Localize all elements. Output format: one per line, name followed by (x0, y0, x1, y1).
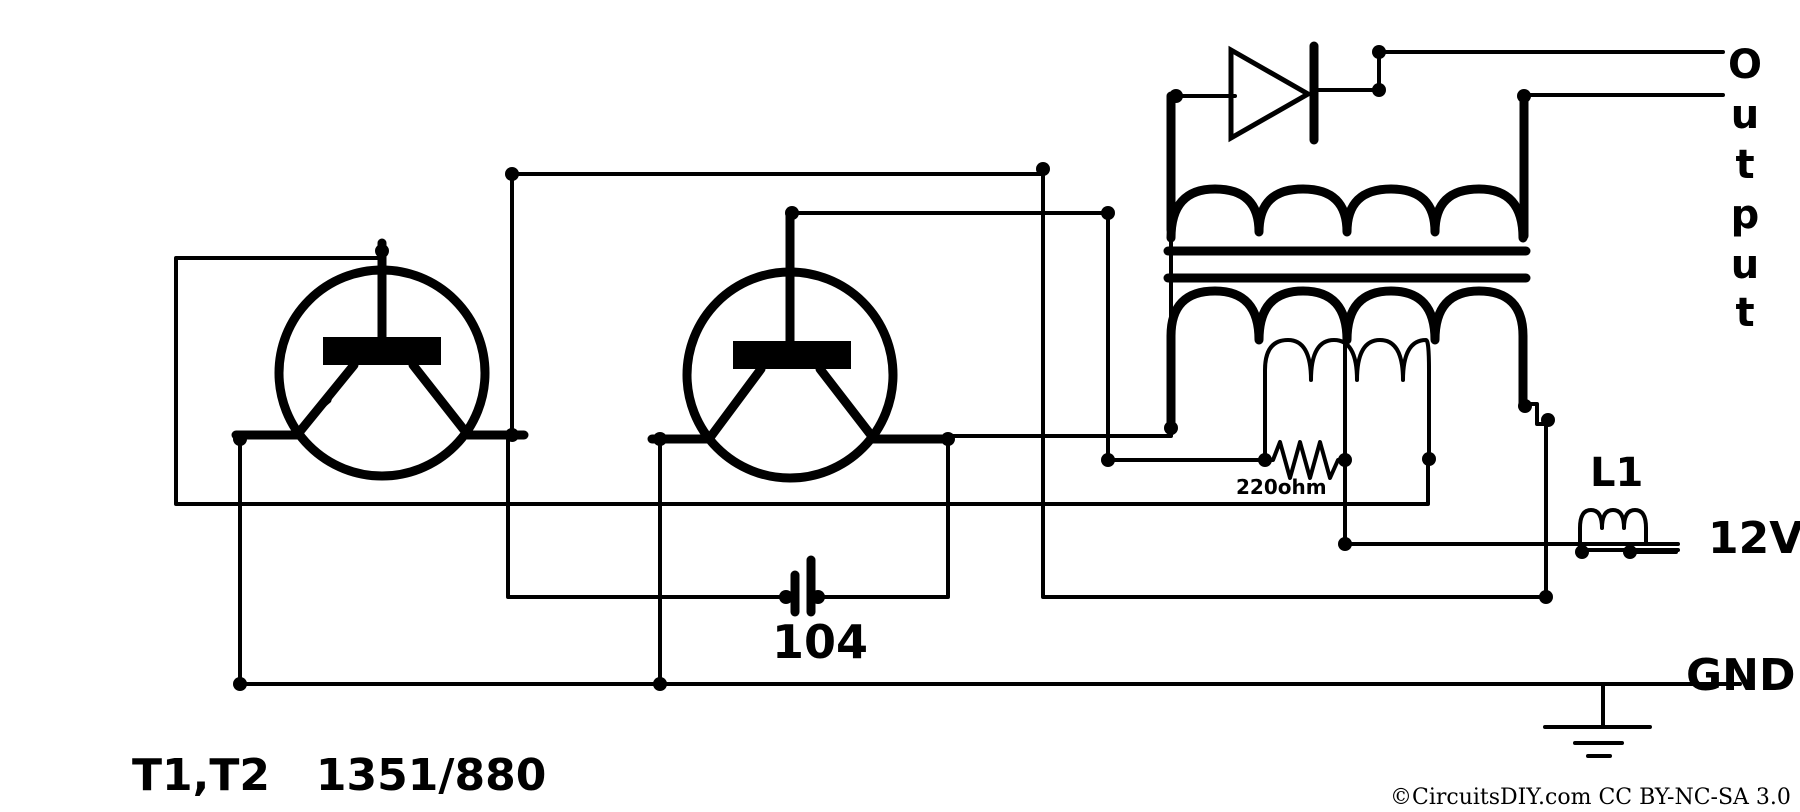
junction-dot (1101, 453, 1115, 467)
transistor-t1 (231, 238, 529, 481)
junction-dot (1422, 452, 1436, 466)
junction-dot (653, 677, 667, 691)
wire-output-top (1377, 50, 1725, 92)
wire-top-to-transformer (510, 172, 1548, 599)
wire-t2-collector-primary (946, 94, 1173, 438)
transistor-t1-base-bar (323, 337, 441, 365)
output-label: O u t p u t (1728, 42, 1762, 336)
output-letter: O (1728, 42, 1762, 88)
junction-dot (1258, 453, 1272, 467)
diode-triangle (1228, 45, 1314, 143)
junction-dot (1372, 83, 1386, 97)
wire-t2-base-feedback (790, 211, 1267, 462)
output-letter: t (1735, 142, 1754, 188)
transformer-feedback-winding (1263, 338, 1431, 462)
junction-dot (1338, 453, 1352, 467)
supply-12v-label: 12V (1708, 513, 1800, 564)
transistor-spec-label: T1,T2 1351/880 (132, 750, 546, 801)
transformer-secondary-winding (1166, 184, 1528, 243)
junction-dot (779, 590, 793, 604)
junction-dot (1036, 162, 1050, 176)
capacitor-104 (790, 555, 816, 617)
transformer-primary-end (1521, 402, 1548, 599)
transistor-t1-collector-lead (408, 360, 473, 440)
junction-dot (785, 206, 799, 220)
transistor-t2-emitter-arrow (719, 392, 744, 422)
junction-dot (1539, 590, 1553, 604)
junction-dot (1518, 399, 1532, 413)
junction-dot (233, 677, 247, 691)
transistor-t2-base-bar (733, 341, 851, 369)
transistor-t2-collector-lead (815, 364, 879, 444)
junction-dot (653, 432, 667, 446)
diode (1228, 41, 1319, 145)
transistor-t1-emitter-lead (292, 360, 359, 440)
ground-symbol (1543, 725, 1652, 758)
ground-label: GND (1686, 650, 1795, 701)
output-letter: u (1731, 92, 1759, 138)
junction-dot (375, 244, 389, 258)
transformer (1163, 91, 1548, 599)
wire-t1-base-feedback (174, 256, 1430, 506)
wires (174, 50, 1742, 728)
capacitor-label: 104 (772, 615, 868, 669)
inductor-l1 (1578, 508, 1648, 550)
transistor-t2 (647, 210, 953, 483)
junction-dot (1575, 545, 1589, 559)
junction-dot (1164, 421, 1178, 435)
resistor-label: 220ohm (1236, 475, 1327, 499)
wire-output-bottom (1522, 93, 1725, 98)
junction-dot (505, 428, 519, 442)
transistor-t1-emitter-arrow (310, 392, 334, 420)
wire-capacitor-left (506, 433, 788, 599)
output-letter: u (1731, 242, 1759, 288)
junction-dot (233, 432, 247, 446)
junction-dot (941, 432, 955, 446)
junction-dot (1541, 413, 1555, 427)
output-letter: p (1731, 192, 1760, 238)
junction-dot (1338, 537, 1352, 551)
copyright-notice: ©CircuitsDIY.com CC BY-NC-SA 3.0 (1390, 785, 1791, 810)
junction-dot (811, 590, 825, 604)
junction-dot (1101, 206, 1115, 220)
junction-dots (233, 45, 1637, 691)
wire-ground-rail (238, 437, 1742, 686)
output-letter: t (1735, 290, 1754, 336)
junction-dot (1517, 89, 1531, 103)
junction-dot (1169, 89, 1183, 103)
inductor-l1-label: L1 (1590, 450, 1643, 496)
junction-dot (1623, 545, 1637, 559)
wire-capacitor-right (813, 437, 950, 599)
resistor-220ohm (1258, 440, 1347, 480)
junction-dot (1372, 45, 1386, 59)
junction-dot (505, 167, 519, 181)
